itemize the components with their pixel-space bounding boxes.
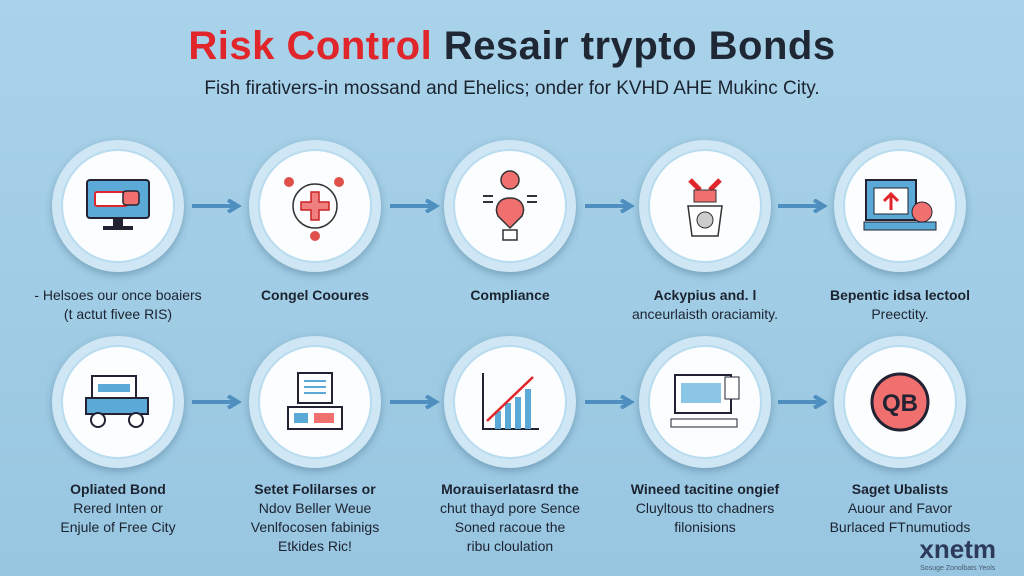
node-monitor <box>52 140 184 272</box>
truck-icon <box>85 375 149 428</box>
arrow-right-icon <box>585 199 635 213</box>
document-list-icon <box>287 372 343 430</box>
node-chart <box>444 336 576 468</box>
arrow-right-icon <box>192 199 242 213</box>
step-label: Congel Cooures <box>260 287 370 303</box>
upload-document-icon <box>863 179 937 231</box>
node-robot <box>639 140 771 272</box>
arrow-right-icon <box>778 199 828 213</box>
bar-chart-icon <box>482 373 539 430</box>
node-truck <box>52 336 184 468</box>
arrow-right-icon <box>778 395 828 409</box>
svg-text:QB: QB <box>882 390 918 417</box>
node-computer <box>639 336 771 468</box>
node-document <box>249 336 381 468</box>
step-label: Compliance <box>470 287 550 303</box>
node-medical <box>249 140 381 272</box>
qb-badge-icon: QB <box>870 372 930 432</box>
arrow-right-icon <box>585 395 635 409</box>
node-qb: QB <box>834 336 966 468</box>
arrow-right-icon <box>390 395 440 409</box>
monitor-icon <box>86 179 150 230</box>
step-label: - Helsoes our once boaiers(t actut fivee… <box>34 287 202 322</box>
robot-arm-icon <box>687 178 723 237</box>
arrow-right-icon <box>192 395 242 409</box>
node-upload <box>834 140 966 272</box>
medical-cross-icon <box>284 177 344 241</box>
node-compliance <box>444 140 576 272</box>
arrow-right-icon <box>390 199 440 213</box>
computer-icon <box>670 374 740 428</box>
page-title: Risk Control Resair trypto Bonds <box>188 24 836 68</box>
compliance-balloon-icon <box>483 170 537 241</box>
subtitle: Fish firativers-in mossand and Ehelics; … <box>204 78 820 99</box>
